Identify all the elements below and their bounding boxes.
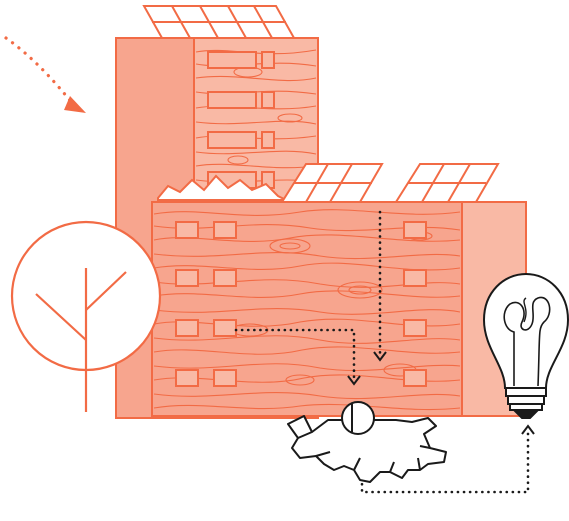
flow-arrowheads <box>347 351 535 435</box>
gear-turbine-icon <box>287 401 447 483</box>
solar-panel-middle <box>280 163 384 203</box>
solar-panel-top <box>142 5 296 39</box>
light-bulb-icon <box>482 272 569 419</box>
tree-icon <box>10 220 162 412</box>
timber-building-main <box>151 201 527 417</box>
energy-flow-dotted-line <box>234 210 530 494</box>
solar-panel-right <box>394 163 500 203</box>
window <box>175 221 427 387</box>
dotted-arrow-icon <box>4 36 86 113</box>
